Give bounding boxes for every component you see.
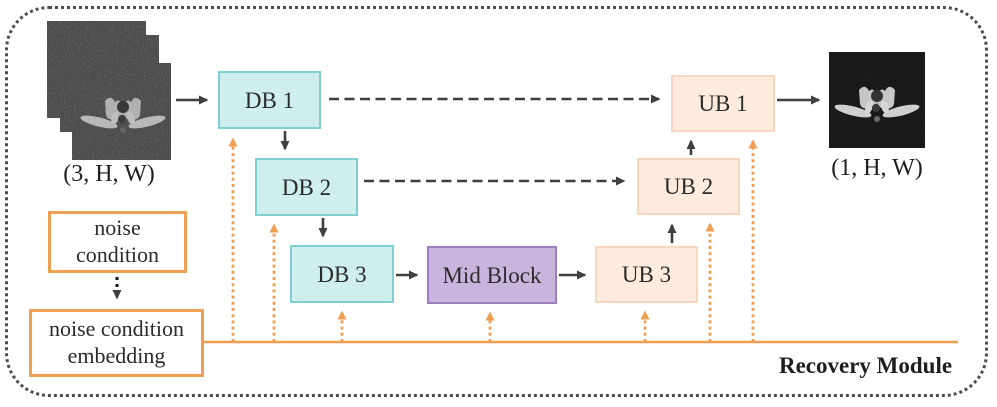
block-ub2: UB 2	[637, 158, 740, 215]
block-mid: Mid Block	[427, 246, 557, 304]
block-db3: DB 3	[290, 245, 394, 303]
block-ub1: UB 1	[671, 75, 775, 132]
input-shape-caption: (3, H, W)	[63, 161, 155, 187]
noisy-input-image-stack	[47, 21, 171, 160]
block-db1: DB 1	[218, 71, 321, 129]
block-db2: DB 2	[255, 158, 358, 216]
image-stack-front	[72, 63, 171, 160]
recovered-output-image	[829, 52, 925, 148]
figure-dotted-frame	[5, 6, 988, 397]
noise-condition-embedding-box: noise condition embedding	[29, 309, 204, 377]
output-shape-caption: (1, H, W)	[831, 155, 923, 181]
module-title: Recovery Module	[778, 353, 953, 378]
block-ub3: UB 3	[595, 246, 698, 303]
noise-condition-box: noise condition	[48, 211, 187, 273]
